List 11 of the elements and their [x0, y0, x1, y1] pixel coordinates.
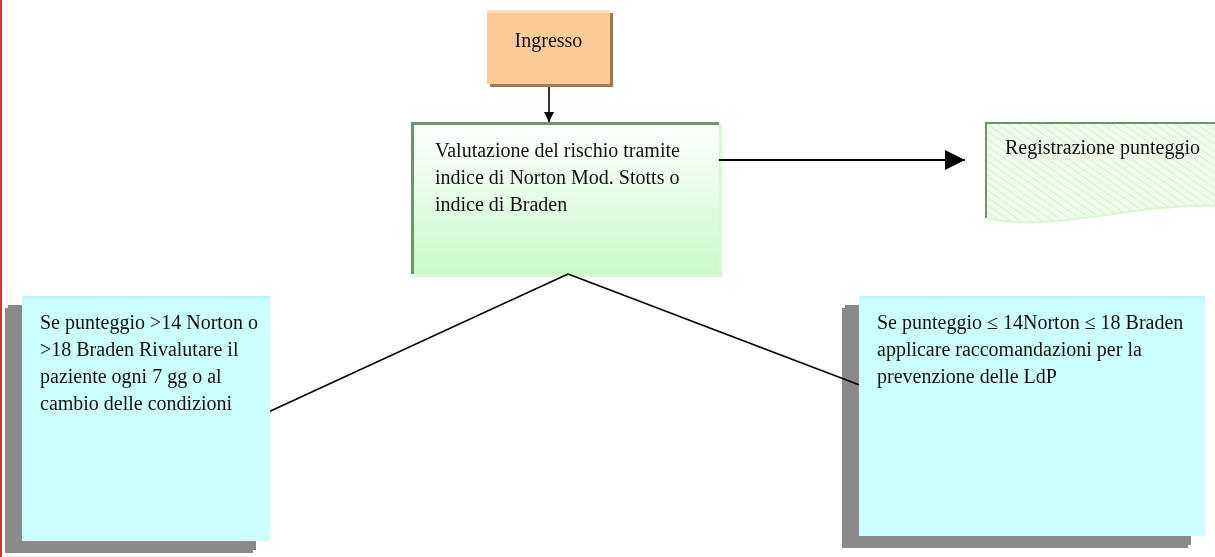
- arrow: [544, 86, 554, 123]
- start-box: [487, 10, 610, 84]
- node-text: Se punteggio >14 Norton o >18 Braden Rivalutare il paziente ogni 7 gg o al cambio delle condizioni: [40, 310, 259, 416]
- connector-line: [269, 273, 569, 412]
- node-text: Registrazione punteggio: [1005, 135, 1201, 161]
- connector-line: [567, 273, 860, 386]
- arrow: [718, 150, 966, 170]
- node-text: Ingresso: [513, 28, 584, 54]
- node-text: Se punteggio ≤ 14Norton ≤ 18 Braden applicare raccomandazioni per la prevenzione delle LdP: [877, 310, 1185, 390]
- node-text: Valutazione del rischio tramite indice di Norton Mod. Stotts o indice di Braden: [435, 138, 681, 217]
- process-box: [411, 122, 719, 274]
